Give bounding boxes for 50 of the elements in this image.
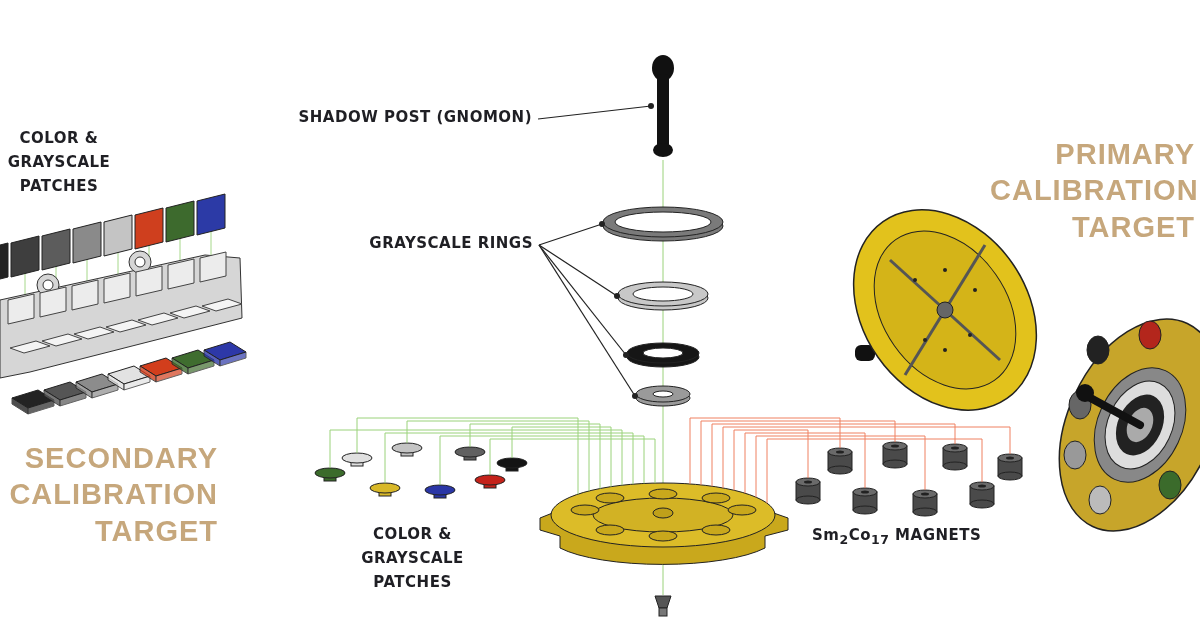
assembly-line [700,420,896,486]
assembly-line [733,429,809,491]
part-label: GRAYSCALE RINGS [330,231,533,255]
assembly-line [384,432,634,485]
assembly-line [766,438,983,504]
grayscale-ring-drawing [635,385,691,407]
color-patch-drawing [496,457,528,472]
grayscale-ring-drawing [602,206,724,242]
assembly-line [329,429,623,486]
part-label: Sm$_{2}$Co$_{17}$ MAGNETS [812,525,983,549]
leader-line [537,103,654,120]
assembly-line [744,432,866,494]
magnet-drawing [827,447,853,475]
magnet-drawing [942,443,968,471]
magnet-drawing [912,489,938,517]
magnet-drawing [852,487,878,515]
part-label: COLOR & GRAYSCALE PATCHES [6,128,112,197]
leader-line [538,221,605,246]
color-patch-drawing [391,442,423,457]
leader-line [538,244,638,399]
magnet-drawing [969,481,995,509]
color-patch-drawing [424,484,456,499]
color-patch-drawing [369,482,401,497]
color-patch-drawing [341,452,373,467]
part-label: COLOR & GRAYSCALE PATCHES [360,524,465,593]
assembly-line [356,417,579,495]
assembly-line [439,435,645,486]
magnet-drawing [882,441,908,469]
magnet-drawing [795,477,821,505]
section-title: SECONDARY CALIBRATION TARGET [8,441,218,549]
shadow-post-drawing [652,55,674,157]
base-plate-drawing [539,482,789,565]
grayscale-ring-drawing [626,342,700,368]
assembly-line [489,438,656,484]
assembly-line [711,423,956,487]
assembly-line [469,423,601,490]
assembly-line [722,426,1011,489]
assembly-line [406,420,590,492]
magnet-drawing [997,453,1023,481]
color-patch-drawing [474,474,506,489]
section-title: PRIMARY CALIBRATION TARGET [990,137,1195,245]
part-label: SHADOW POST (GNOMON) [262,105,532,129]
assembly-line [755,435,926,498]
grayscale-ring-drawing [617,281,709,311]
leader-line [538,244,620,299]
color-patch-drawing [454,446,486,461]
assembly-line [689,417,841,485]
leader-line [538,244,629,358]
assembly-line [511,426,612,488]
color-patch-drawing [314,467,346,482]
